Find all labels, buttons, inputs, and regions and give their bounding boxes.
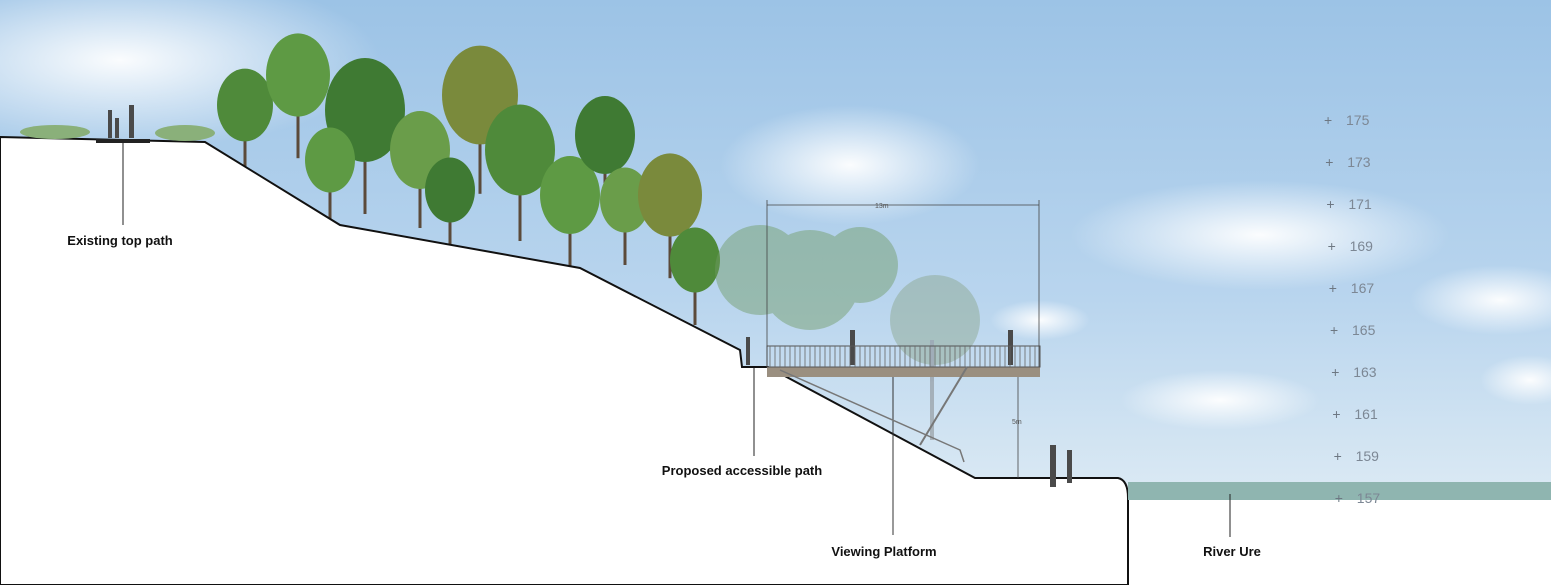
elevation-mark: +163 [1331, 364, 1376, 380]
elevation-value: 167 [1350, 280, 1375, 296]
tree-canopy [266, 33, 330, 117]
cross-icon: + [1331, 364, 1340, 380]
cross-icon: + [1328, 280, 1337, 296]
elevation-mark: +171 [1326, 196, 1371, 212]
cross-icon: + [1326, 196, 1335, 212]
elevation-value: 173 [1347, 154, 1371, 170]
cross-icon: + [1324, 112, 1333, 128]
cross-icon: + [1325, 154, 1334, 170]
cross-icon: + [1330, 322, 1339, 338]
elevation-mark: +173 [1325, 154, 1370, 170]
cross-icon: + [1332, 406, 1341, 422]
label-existing-top-path: Existing top path [67, 233, 173, 248]
platform-deck [767, 367, 1040, 377]
viewing-platform [766, 345, 1041, 535]
dimension-lines [766, 200, 1040, 478]
elevation-mark: +167 [1329, 280, 1374, 296]
cross-icon: + [1334, 490, 1343, 506]
tree-canopy [670, 227, 720, 293]
tree-canopy [485, 104, 555, 196]
tree-canopy [575, 96, 635, 174]
river [1128, 482, 1551, 500]
tree-canopy [540, 156, 600, 234]
elevation-mark: +169 [1328, 238, 1373, 254]
elevation-value: 169 [1349, 238, 1373, 254]
label-proposed-accessible-path: Proposed accessible path [661, 463, 823, 478]
top-path-surface [96, 139, 150, 143]
elevation-mark: +175 [1324, 112, 1369, 128]
elevation-value: 159 [1355, 448, 1379, 464]
faded-trees [715, 225, 980, 440]
tree-canopy [600, 167, 650, 233]
label-viewing-platform: Viewing Platform [831, 544, 937, 559]
tree-group [217, 33, 720, 325]
elevation-value: 175 [1346, 112, 1370, 128]
height-dimension: 5m [1012, 419, 1022, 426]
elevation-mark: +165 [1330, 322, 1375, 338]
elevation-value: 171 [1348, 196, 1372, 212]
elevation-value: 157 [1356, 490, 1381, 506]
elevation-mark: +161 [1332, 406, 1377, 422]
elevation-value: 163 [1353, 364, 1377, 380]
elevation-value: 165 [1352, 322, 1376, 338]
elevation-mark: +157 [1335, 490, 1380, 506]
tree-canopy [638, 153, 702, 237]
tree-trunk [668, 195, 672, 279]
elevation-value: 161 [1354, 406, 1378, 422]
leader-lines [122, 143, 1231, 537]
grass-top [20, 125, 215, 141]
tree-canopy [217, 68, 273, 142]
cross-icon: + [1333, 448, 1342, 464]
elevation-mark: +159 [1334, 448, 1379, 464]
people [108, 105, 1072, 487]
tree-canopy [425, 157, 475, 223]
label-river: River Ure [1203, 544, 1261, 559]
tree-canopy [305, 127, 355, 193]
cross-icon: + [1327, 238, 1336, 254]
accessible-ramp-rail [779, 369, 965, 463]
width-dimension: 13m [875, 203, 889, 210]
